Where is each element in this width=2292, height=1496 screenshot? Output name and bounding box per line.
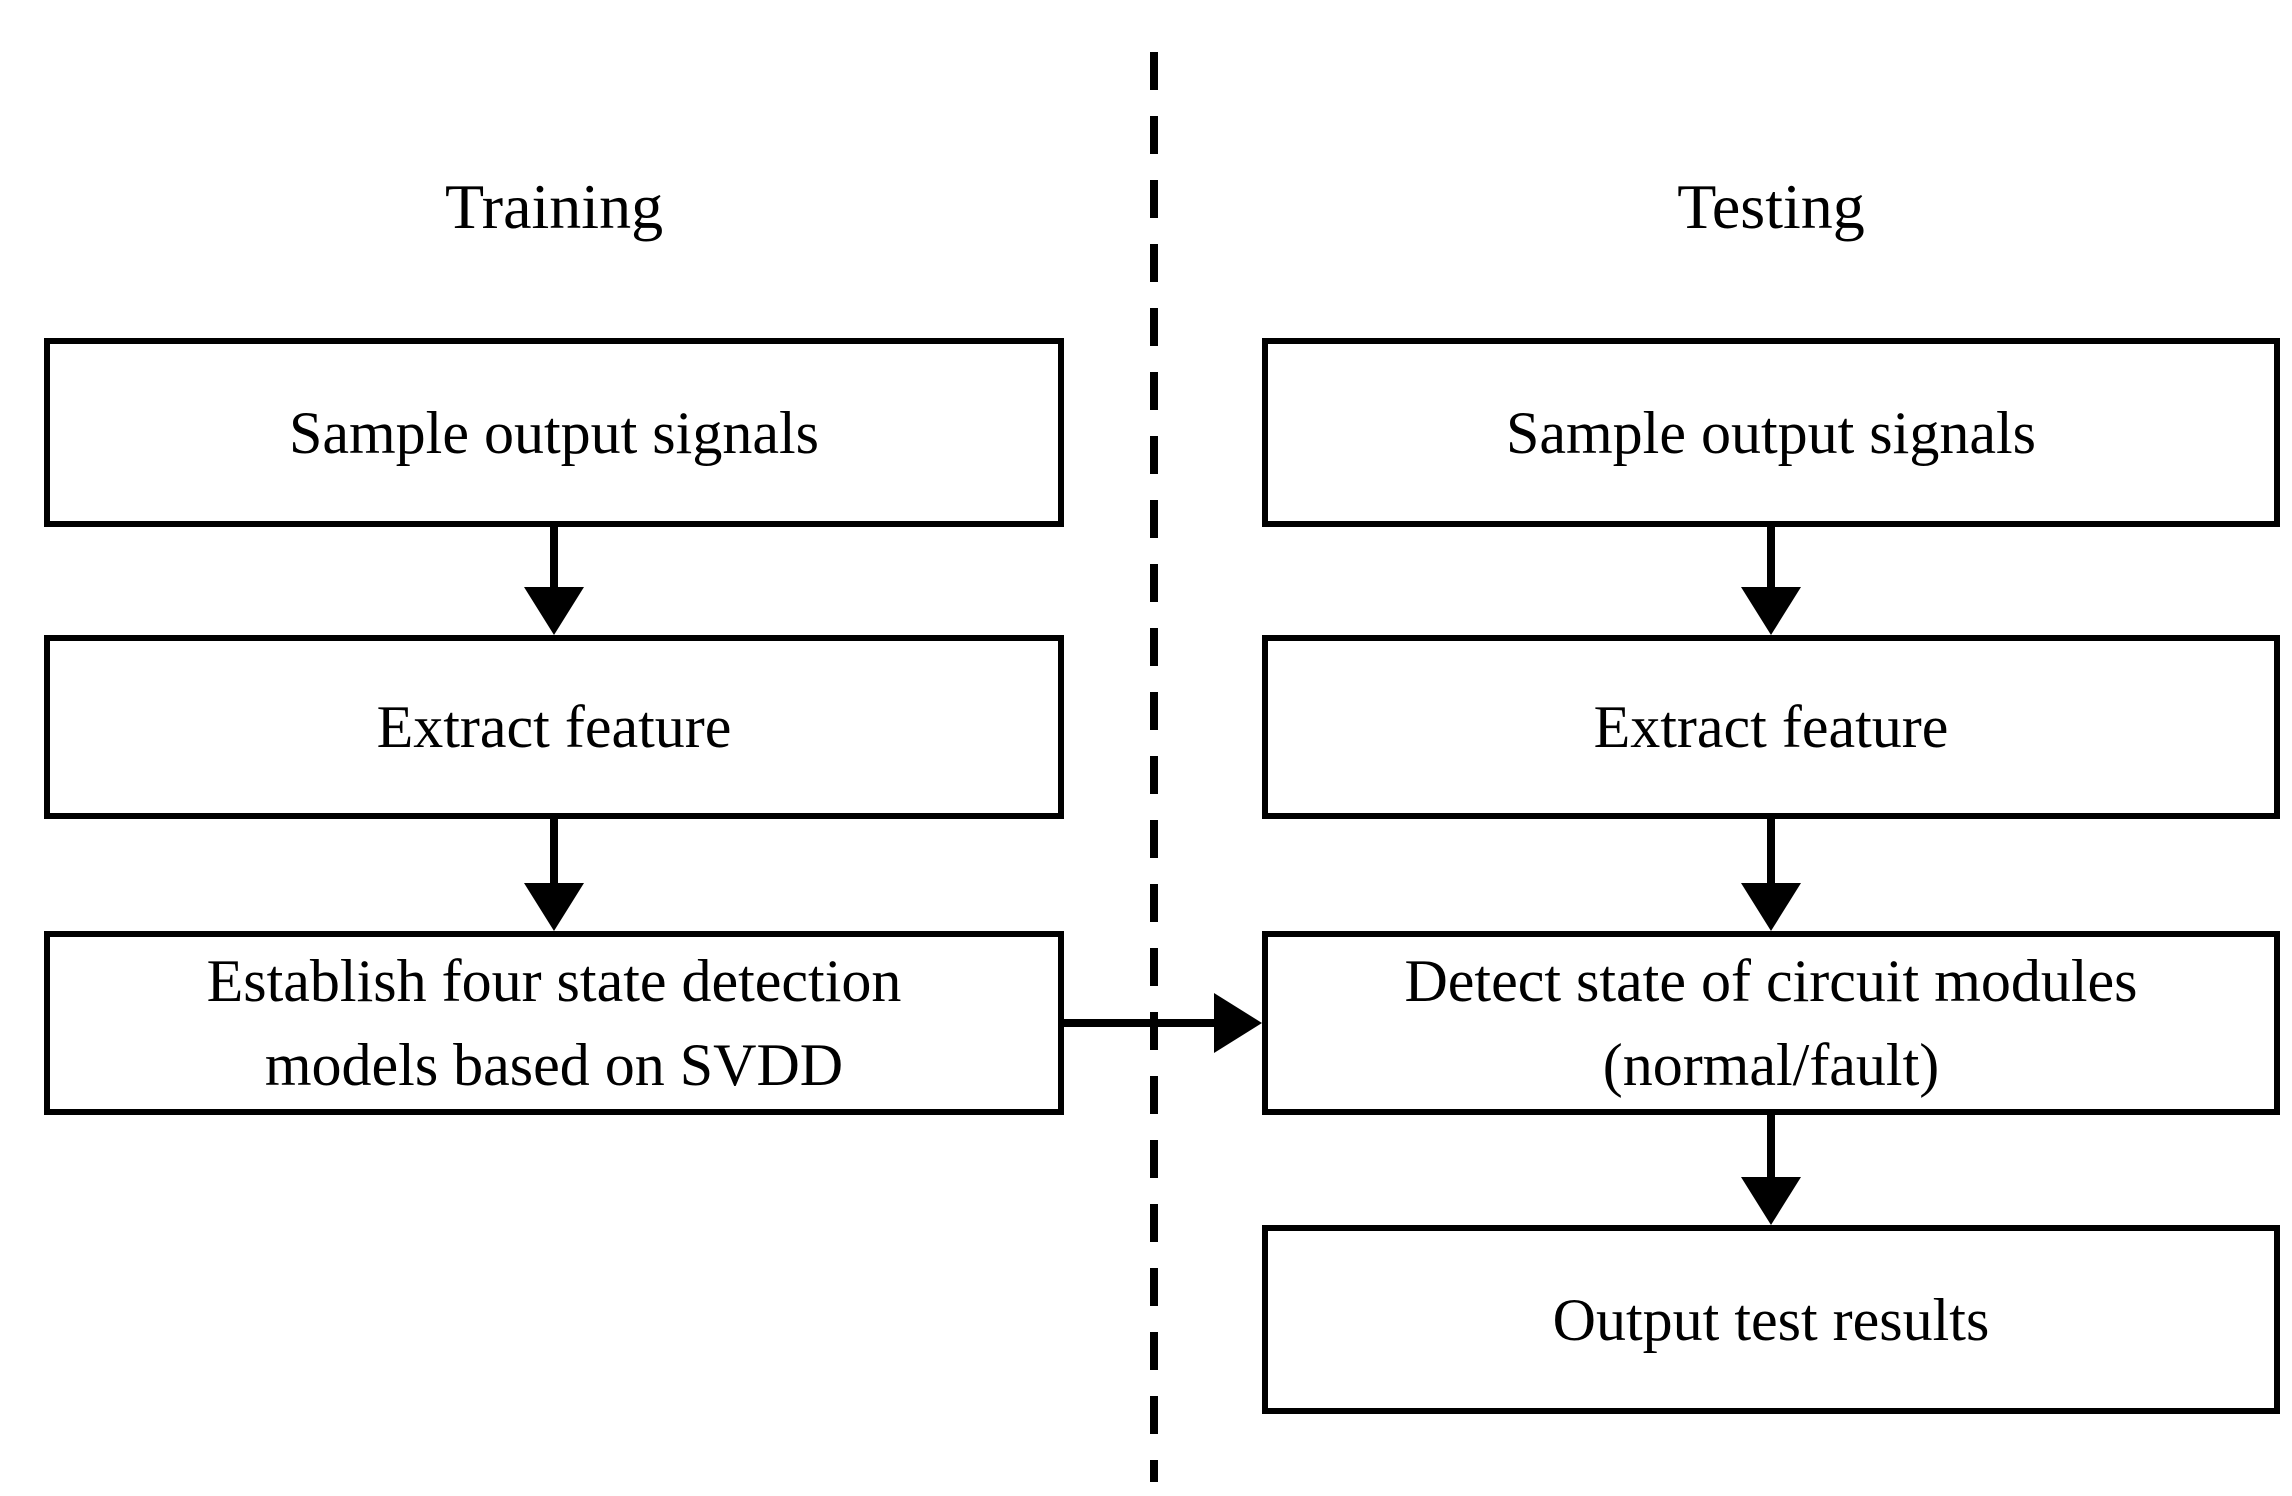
box-label: Detect state of circuit modules (normal/… (1404, 948, 2138, 1098)
arrow-shaft (1064, 1019, 1216, 1027)
arrow-down-icon (524, 527, 584, 635)
arrow-right-icon (1064, 993, 1262, 1053)
arrow-shaft (1767, 527, 1775, 589)
testing-column-title: Testing (1677, 171, 1865, 242)
arrow-down-icon (524, 819, 584, 931)
arrow-shaft (550, 527, 558, 589)
testing-box-sample-output-signals: Sample output signals (1262, 338, 2280, 527)
box-label: Output test results (1552, 1286, 1990, 1353)
training-box-sample-output-signals: Sample output signals (44, 338, 1064, 527)
box-label: Extract feature (376, 694, 732, 760)
arrow-down-icon (1741, 819, 1801, 931)
arrow-head (1214, 993, 1262, 1053)
training-box-extract-feature: Extract feature (44, 635, 1064, 819)
arrow-shaft (1767, 819, 1775, 885)
arrow-shaft (1767, 1115, 1775, 1179)
box-label: Sample output signals (1506, 399, 2036, 466)
box-label: Sample output signals (289, 399, 819, 466)
box-label: Extract feature (1593, 694, 1949, 760)
training-testing-divider (1150, 52, 1158, 1482)
arrow-down-icon (1741, 1115, 1801, 1225)
arrow-shaft (550, 819, 558, 885)
testing-box-detect-state: Detect state of circuit modules (normal/… (1262, 931, 2280, 1115)
arrow-head (1741, 1177, 1801, 1225)
arrow-down-icon (1741, 527, 1801, 635)
box-label: Establish four state detection models ba… (206, 948, 902, 1098)
testing-box-output-test-results: Output test results (1262, 1225, 2280, 1414)
arrow-head (524, 883, 584, 931)
arrow-head (1741, 587, 1801, 635)
arrow-head (1741, 883, 1801, 931)
training-column-title: Training (444, 171, 664, 242)
training-box-establish-svdd-models: Establish four state detection models ba… (44, 931, 1064, 1115)
testing-box-extract-feature: Extract feature (1262, 635, 2280, 819)
arrow-head (524, 587, 584, 635)
